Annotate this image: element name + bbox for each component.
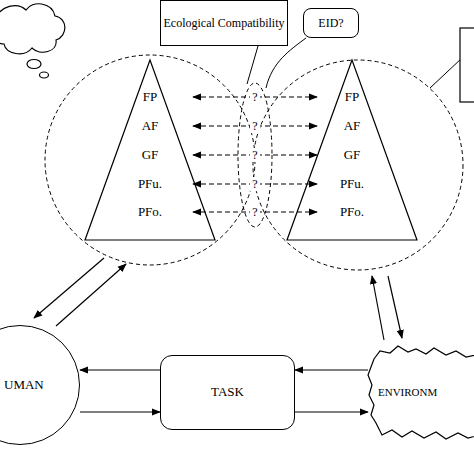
node-text: GF — [142, 147, 159, 163]
node-text: Ecological Compatibility — [164, 16, 285, 31]
node-text: FP — [345, 89, 359, 105]
level-label: PFo. — [317, 203, 387, 222]
edge-label: ? — [250, 148, 259, 162]
flow-arrow — [388, 276, 402, 338]
node-text: PFu. — [138, 176, 162, 192]
edge-label: ? — [250, 90, 259, 104]
node-text: AF — [344, 118, 361, 134]
node-text: PFo. — [340, 204, 364, 220]
level-label: AF — [317, 117, 387, 136]
node-text: PFo. — [138, 204, 162, 220]
callout-box: EID? — [303, 8, 359, 38]
thought-cloud — [0, 4, 65, 78]
partial-box — [460, 28, 474, 102]
hierarchy-triangle — [287, 60, 417, 240]
flow-arrow — [80, 411, 160, 412]
flow-arrow — [295, 411, 368, 412]
node-text: PFu. — [340, 176, 364, 192]
level-label: AF — [107, 117, 193, 136]
level-label: PFu. — [107, 175, 193, 194]
model-circle — [45, 55, 255, 265]
edge-label: ? — [250, 205, 259, 219]
node-text: TASK — [211, 384, 244, 400]
flow-arrow — [56, 264, 126, 326]
level-label: GF — [107, 146, 193, 165]
node-text: AF — [142, 118, 159, 134]
level-label: FP — [317, 88, 387, 107]
edge-label: ? — [250, 119, 259, 133]
hierarchy-triangle — [85, 60, 215, 240]
task-box: TASK — [160, 355, 295, 430]
model-circle — [253, 60, 463, 270]
node-text: EID? — [318, 16, 343, 31]
human-circle: UMAN — [0, 325, 80, 445]
leader-line — [247, 46, 258, 84]
leader-line — [430, 58, 462, 88]
node-text: FP — [143, 89, 157, 105]
edge-label: ? — [250, 177, 259, 191]
node-text: GF — [344, 147, 361, 163]
level-label: PFu. — [317, 175, 387, 194]
level-label: GF — [317, 146, 387, 165]
label-box: Ecological Compatibility — [160, 0, 288, 46]
node-text: UMAN — [4, 377, 44, 393]
flow-arrow — [34, 258, 104, 318]
level-label: FP — [107, 88, 193, 107]
flow-arrow — [80, 369, 160, 370]
environment-map: ENVIRONM — [368, 345, 474, 440]
level-label: PFo. — [107, 203, 193, 222]
flow-arrow — [295, 369, 368, 370]
node-text: ENVIRONM — [378, 386, 437, 400]
flow-arrow — [372, 276, 384, 340]
